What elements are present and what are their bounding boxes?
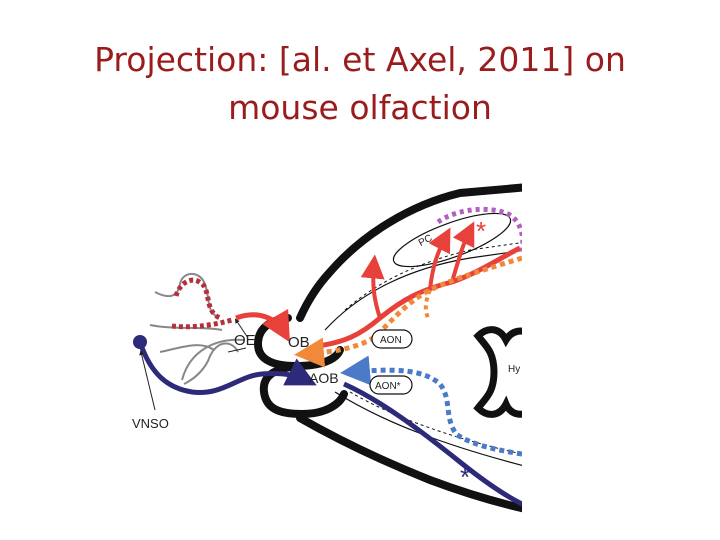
label-hy: Hy (508, 364, 520, 375)
red-pathway-oe-to-ob (235, 308, 290, 343)
oe-leader-line-2 (227, 347, 247, 353)
red-branch-2 (428, 227, 451, 291)
title-line-2: mouse olfaction (228, 88, 492, 127)
label-oe: OE (234, 332, 256, 349)
slide-title: Projection: [al. et Axel, 2011] on mouse… (40, 36, 680, 132)
blue-dotted-pathway (340, 355, 522, 457)
inner-dashed-contour-1 (349, 391, 522, 455)
navy-pathway-aob-to-cortex (342, 381, 522, 507)
olfactory-epithelium (149, 273, 245, 385)
label-aon-star: AON* (375, 381, 401, 392)
brain-outline-upper (296, 183, 522, 322)
orange-dotted-pathway (294, 255, 522, 368)
red-branch-3 (450, 221, 475, 283)
inner-dashed-contour-2 (344, 242, 522, 311)
red-branch-1 (360, 254, 385, 319)
blue-asterisk-marker: * (460, 462, 470, 492)
label-vnso: VNSO (132, 416, 169, 431)
aon-star-box (369, 375, 413, 395)
oe-leader-line-1 (234, 318, 249, 339)
label-aob: AOB (309, 370, 339, 386)
inner-thin-contour-1 (334, 391, 522, 466)
oe-dotted-red (171, 277, 233, 330)
title-line-1: Projection: [al. et Axel, 2011] on (94, 40, 626, 79)
label-ob: OB (288, 334, 310, 351)
label-aon: AON (380, 335, 402, 346)
orange-dotted-branch (423, 289, 432, 319)
purple-dotted-pathway (436, 206, 522, 252)
brain-outline-lower (296, 414, 522, 513)
red-pathway-ob-to-cortex (317, 245, 522, 349)
navy-pathway-vnso-to-aob (137, 341, 317, 395)
inner-thin-contour-2 (324, 249, 522, 331)
red-asterisk-marker: * (476, 216, 486, 246)
hypothalamus-shape (473, 326, 522, 418)
aon-box (371, 329, 413, 349)
vnso-leader-line (139, 350, 156, 411)
